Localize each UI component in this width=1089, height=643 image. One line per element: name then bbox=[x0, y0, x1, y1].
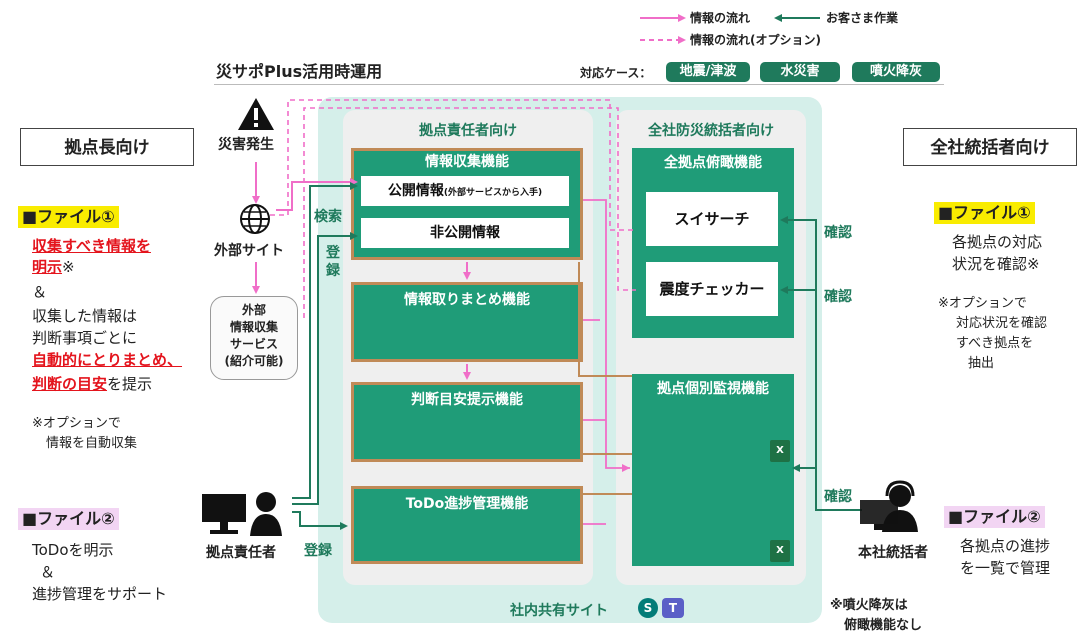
legend-info-flow: 情報の流れ bbox=[690, 11, 751, 25]
left-file1-line3: 収集した情報は bbox=[32, 307, 138, 325]
left-mark: ※ bbox=[62, 258, 75, 276]
base-person-label: 拠点責任者 bbox=[206, 545, 276, 561]
left-tail: を提示 bbox=[107, 375, 153, 393]
monitor-function[interactable]: 拠点個別監視機能 bbox=[632, 374, 794, 566]
ext-service-line: 情報収集 bbox=[229, 320, 278, 334]
left-amp: ＆ bbox=[32, 283, 48, 301]
left-amp2: ＆ bbox=[40, 563, 56, 581]
confirm-label-2: 確認 bbox=[824, 289, 852, 305]
ext-service-line: サービス bbox=[229, 337, 278, 351]
left-file1-line6: 判断の目安を提示 bbox=[32, 374, 152, 395]
teams-icon: T bbox=[662, 598, 684, 618]
legend-info-flow-option: 情報の流れ(オプション) bbox=[690, 33, 821, 47]
legend-arrows bbox=[640, 14, 686, 44]
page-title: 災サポPlus活用時運用 bbox=[216, 62, 383, 81]
corp-panel-title: 全社防災統括者向け bbox=[648, 123, 774, 139]
right-note-1: ※オプションで bbox=[938, 296, 1027, 311]
confirm-label-3: 確認 bbox=[824, 489, 852, 505]
ext-service-line: 外部 bbox=[241, 303, 266, 317]
search-label: 検索 bbox=[314, 209, 342, 225]
judge-function-label: 判断目安提示機能 bbox=[411, 392, 523, 408]
external-service-box: 外部 情報収集 サービス (紹介可能) bbox=[210, 296, 298, 380]
hq-person-label: 本社統括者 bbox=[858, 545, 928, 561]
left-file2-line1: ToDoを明示 bbox=[32, 541, 114, 559]
excel-icon: X bbox=[770, 440, 790, 462]
summarize-function[interactable]: 情報取りまとめ機能 bbox=[351, 282, 583, 362]
globe-icon bbox=[240, 204, 270, 234]
right-header: 全社統括者向け bbox=[903, 128, 1077, 166]
left-file1-text: 収集すべき情報を 明示※ bbox=[32, 236, 151, 278]
left-note-2: 情報を自動収集 bbox=[46, 436, 138, 451]
left-header: 拠点長向け bbox=[20, 128, 194, 166]
summarize-function-label: 情報取りまとめ機能 bbox=[404, 292, 530, 308]
right-line3: 各拠点の進捗 bbox=[960, 537, 1051, 555]
left-file2-tag: ■ファイル② bbox=[18, 508, 119, 530]
person-at-pc-icon bbox=[202, 492, 282, 536]
right-line4: を一覧で管理 bbox=[960, 559, 1051, 577]
disaster-label: 災害発生 bbox=[218, 137, 274, 153]
right-file2-tag: ■ファイル② bbox=[944, 506, 1045, 528]
todo-function[interactable]: ToDo進捗管理機能 bbox=[351, 486, 583, 564]
monitor-function-label: 拠点個別監視機能 bbox=[657, 381, 769, 397]
title-divider bbox=[214, 84, 944, 85]
register-char-1: 登 bbox=[326, 245, 340, 261]
external-site-label: 外部サイト bbox=[214, 243, 284, 259]
register-label-2: 登録 bbox=[304, 543, 332, 559]
confirm-label-1: 確認 bbox=[824, 225, 852, 241]
left-red-span: 自動的にとりまとめ、 bbox=[32, 351, 183, 369]
right-line2: 状況を確認※ bbox=[952, 255, 1040, 273]
ext-service-line: (紹介可能) bbox=[224, 354, 284, 368]
public-info-label: 公開情報 bbox=[387, 183, 444, 199]
left-red-span: 判断の目安 bbox=[32, 375, 108, 393]
case-tag-ash: 噴火降灰 bbox=[852, 62, 940, 82]
left-file2-line2: 進捗管理をサポート bbox=[32, 585, 168, 603]
headset-person-icon bbox=[860, 480, 918, 532]
left-file1-line4: 判断事項ごとに bbox=[32, 329, 138, 347]
sharepoint-icon: S bbox=[638, 598, 658, 618]
bottom-note-1: ※噴火降灰は bbox=[830, 598, 908, 613]
bottom-note-2: 俯瞰機能なし bbox=[844, 618, 923, 633]
register-char-2: 録 bbox=[326, 263, 340, 279]
left-file1-tag: ■ファイル① bbox=[18, 206, 119, 228]
base-panel-title: 拠点責任者向け bbox=[419, 123, 517, 139]
excel-icon: X bbox=[770, 540, 790, 562]
right-note-2: 対応状況を確認 bbox=[956, 316, 1048, 331]
public-info-box[interactable]: 公開情報(外部サービスから入手) bbox=[361, 176, 569, 206]
register-label-1: 登録 bbox=[326, 244, 342, 280]
shared-site-label: 社内共有サイト bbox=[510, 603, 608, 619]
public-info-sub: (外部サービスから入手) bbox=[443, 188, 543, 198]
legend-customer-work: お客さま作業 bbox=[826, 11, 899, 25]
cases-label: 対応ケース： bbox=[580, 66, 652, 80]
left-red-text: 明示 bbox=[32, 258, 63, 276]
right-file1-tag: ■ファイル① bbox=[934, 202, 1035, 224]
left-red-text: 自動的にとりまとめ、 bbox=[32, 350, 182, 371]
right-line1: 各拠点の対応 bbox=[952, 233, 1043, 251]
warning-icon bbox=[238, 98, 274, 130]
judge-function[interactable]: 判断目安提示機能 bbox=[351, 382, 583, 462]
sysearch-box[interactable]: スイサーチ bbox=[646, 192, 778, 246]
left-note-1: ※オプションで bbox=[32, 416, 121, 431]
legend-green-arrow bbox=[774, 14, 820, 22]
left-red-text: 収集すべき情報を bbox=[32, 237, 151, 255]
overview-function-label: 全拠点俯瞰機能 bbox=[664, 155, 762, 171]
case-tag-flood: 水災害 bbox=[760, 62, 840, 82]
quake-checker-box[interactable]: 震度チェッカー bbox=[646, 262, 778, 316]
right-note-3: すべき拠点を bbox=[956, 336, 1034, 351]
right-note-4: 抽出 bbox=[968, 356, 995, 371]
collect-function-label: 情報収集機能 bbox=[425, 154, 509, 170]
case-tag-quake: 地震/津波 bbox=[666, 62, 750, 82]
todo-function-label: ToDo進捗管理機能 bbox=[405, 496, 529, 512]
nonpublic-info-box[interactable]: 非公開情報 bbox=[361, 218, 569, 248]
